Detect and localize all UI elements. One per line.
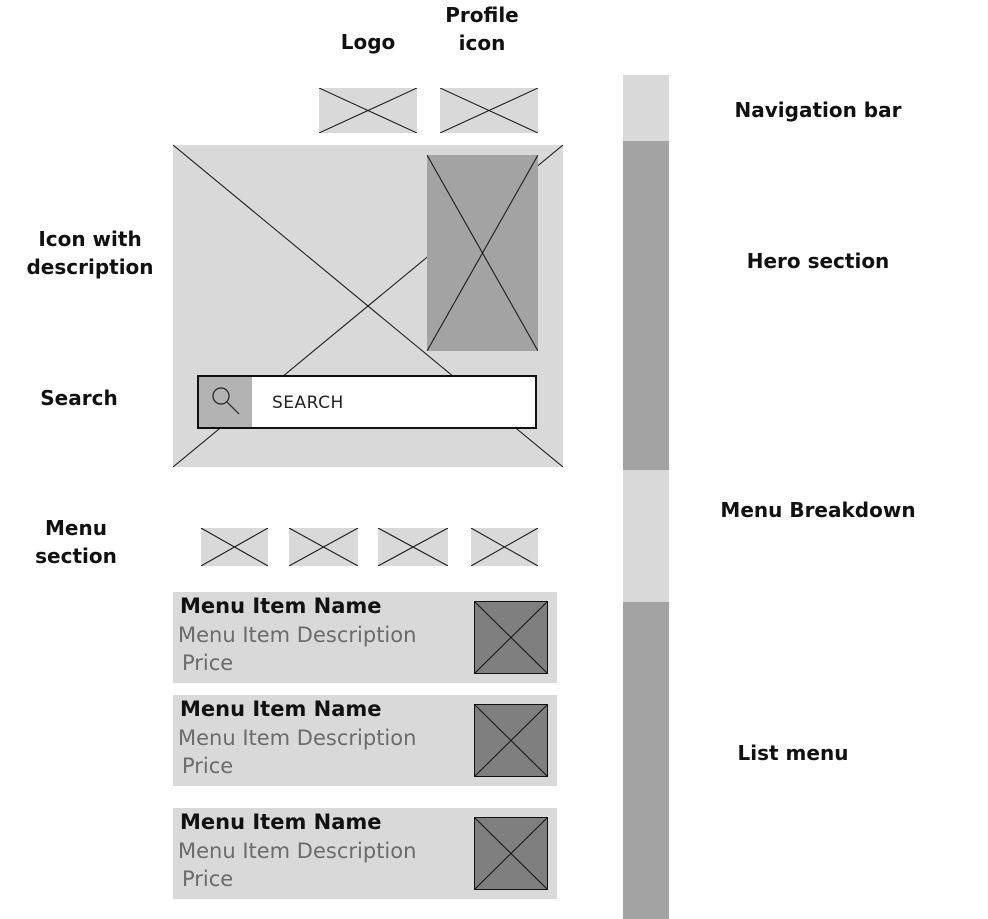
hero-section-label: Hero section (746, 249, 890, 273)
list-menu-label: List menu (737, 741, 849, 765)
icon-with-description-label: Icon with description (26, 227, 154, 279)
menu-item-description: Menu Item Description (178, 839, 417, 863)
menu-category-4[interactable] (471, 528, 538, 566)
menu-breakdown-label: Menu Breakdown (720, 498, 916, 522)
menu-item-card[interactable]: Menu Item Name Menu Item Description Pri… (173, 695, 557, 786)
menu-item-image (474, 704, 548, 777)
search-placeholder: SEARCH (272, 393, 344, 413)
menu-item-name: Menu Item Name (180, 594, 382, 618)
menu-breakdown-segment (623, 470, 669, 602)
menu-category-1[interactable] (201, 528, 268, 566)
search-label: Search (40, 386, 118, 410)
profile-icon-placeholder[interactable] (440, 88, 538, 133)
logo-placeholder (319, 88, 417, 133)
icon-with-description-placeholder (427, 155, 538, 351)
menu-item-description: Menu Item Description (178, 623, 417, 647)
menu-item-name: Menu Item Name (180, 810, 382, 834)
search-input[interactable]: SEARCH (197, 375, 537, 429)
navigation-bar-label: Navigation bar (734, 98, 902, 122)
menu-category-2[interactable] (289, 528, 358, 566)
search-icon-box[interactable] (199, 377, 252, 427)
menu-item-price: Price (182, 651, 234, 675)
navigation-bar-segment (623, 75, 669, 141)
menu-section-label: Menu section (35, 516, 117, 568)
menu-item-price: Price (182, 754, 234, 778)
profile-icon-label: Profile icon (445, 3, 519, 55)
search-icon (212, 387, 240, 415)
list-menu-segment (623, 602, 669, 919)
menu-item-price: Price (182, 867, 234, 891)
menu-item-description: Menu Item Description (178, 726, 417, 750)
menu-item-image (474, 601, 548, 674)
hero-section-segment (623, 141, 669, 470)
menu-item-image (474, 817, 548, 890)
menu-item-card[interactable]: Menu Item Name Menu Item Description Pri… (173, 808, 557, 899)
menu-category-3[interactable] (378, 528, 448, 566)
logo-label: Logo (340, 30, 396, 54)
menu-item-name: Menu Item Name (180, 697, 382, 721)
menu-item-card[interactable]: Menu Item Name Menu Item Description Pri… (173, 592, 557, 683)
